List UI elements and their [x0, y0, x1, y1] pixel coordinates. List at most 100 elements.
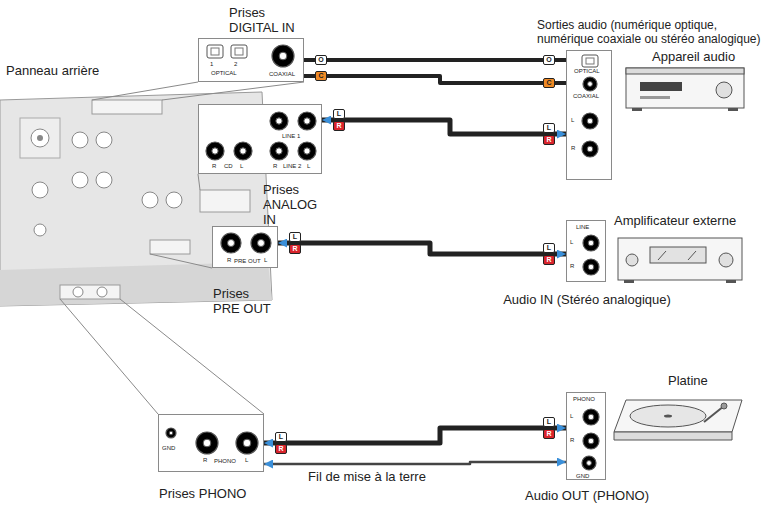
- rca-jack: [270, 112, 288, 130]
- rear-panel: [150, 240, 190, 254]
- rca-jack: [582, 113, 598, 129]
- ground-wire: [264, 462, 566, 464]
- rca-jack: [169, 431, 173, 435]
- optical-jack: [235, 48, 243, 55]
- rca-jack: [258, 240, 265, 247]
- jack-label: 1: [210, 61, 213, 68]
- plug-letter: R: [289, 244, 301, 254]
- turntable: [614, 400, 742, 440]
- device-label: Amplificateur externe: [614, 214, 736, 229]
- jack-label: 2: [234, 61, 237, 68]
- jack-label: R: [212, 163, 216, 170]
- plug-letter: R: [333, 121, 345, 131]
- audio-device: [640, 82, 682, 91]
- external-amplifier: [688, 251, 696, 260]
- plug-letter: L: [333, 109, 345, 119]
- audio-device: [716, 82, 732, 98]
- leader-line: [162, 82, 304, 100]
- rca-jack: [583, 235, 599, 251]
- rca-jack: [588, 414, 594, 420]
- jack-callout-box: Prises DIGITAL IN1OPTICAL2COAXIAL: [198, 38, 304, 82]
- jack-label: R: [571, 145, 575, 152]
- rca-jack: [304, 118, 310, 124]
- rca-jack: [206, 142, 224, 160]
- rear-panel: [32, 182, 48, 198]
- panel-heading: Audio IN (Stéréo analogique): [477, 293, 697, 308]
- rca-jack: [243, 439, 251, 447]
- external-amplifier: [719, 253, 733, 267]
- jack-label: COAXIAL: [269, 71, 295, 78]
- jack-label: R: [227, 257, 231, 264]
- jack-label: COAXIAL: [573, 93, 599, 100]
- turntable: [630, 405, 706, 427]
- turntable: [614, 400, 742, 432]
- external-amplifier: [658, 251, 666, 260]
- jack-panel: Audio OUT (PHONO)PHONOLRGND: [566, 392, 606, 480]
- rca-jack: [196, 432, 218, 454]
- jack-label: LINE 2: [283, 163, 301, 170]
- plug-letter: R: [275, 444, 287, 454]
- rca-jack: [298, 112, 316, 130]
- jack-symbols: [567, 393, 605, 479]
- plug-letter: L: [543, 123, 555, 133]
- optical-jack: [582, 55, 598, 67]
- rca-jack: [298, 142, 316, 160]
- plug-letter: C: [315, 71, 327, 81]
- audio-device: [626, 68, 744, 108]
- audio-cable: [322, 120, 566, 134]
- rear-panel: [96, 132, 112, 148]
- panel-heading: Prises PHONO: [159, 487, 246, 502]
- rca-jack: [587, 461, 592, 466]
- rca-jack: [587, 118, 593, 124]
- plug-letter: C: [543, 78, 555, 88]
- leader-line: [198, 174, 200, 190]
- panel-heading: Sorties audio (numérique optique, numéri…: [537, 19, 775, 47]
- jack-label: LINE: [576, 224, 589, 231]
- rca-jack: [582, 141, 598, 157]
- external-amplifier: [726, 280, 736, 283]
- rca-jack: [588, 240, 594, 246]
- rear-panel: [73, 287, 83, 297]
- rca-jack: [221, 233, 241, 253]
- optical-jack: [231, 45, 247, 58]
- rca-jack: [276, 118, 282, 124]
- jack-label: PRE OUT: [234, 258, 261, 265]
- rear-panel: [72, 132, 88, 148]
- rca-jack: [240, 148, 246, 154]
- jack-label: LINE 1: [282, 133, 300, 140]
- rca-jack: [166, 428, 176, 438]
- leader-line: [150, 254, 212, 268]
- jack-label: GND: [576, 473, 589, 480]
- rca-jack: [587, 146, 593, 152]
- jack-label: L: [307, 163, 310, 170]
- audio-device: [632, 108, 642, 111]
- audio-device: [626, 68, 744, 74]
- plug-letter: R: [543, 255, 555, 265]
- jack-label: CD: [224, 163, 233, 170]
- plug-letter: L: [289, 232, 301, 242]
- jack-callout-box: Prises PRE OUTRPRE OUTL: [212, 226, 278, 268]
- rca-jack: [588, 82, 593, 87]
- rca-jack: [212, 148, 218, 154]
- jack-label: PHONO: [214, 458, 236, 465]
- jack-panel: Audio IN (Stéréo analogique)LINELR: [566, 220, 606, 282]
- audio-cable: [304, 58, 566, 62]
- plug-letter: R: [543, 429, 555, 439]
- jack-label: R: [273, 163, 277, 170]
- rca-jack: [583, 409, 599, 425]
- rear-panel: [20, 118, 60, 158]
- turntable: [614, 432, 732, 440]
- device-label: Platine: [668, 374, 708, 389]
- rca-jack: [272, 45, 294, 67]
- external-amplifier: [618, 238, 742, 283]
- rear-panel: [60, 285, 120, 299]
- external-amplifier: [624, 280, 634, 283]
- rear-panel: [31, 129, 49, 147]
- rca-jack: [236, 432, 258, 454]
- panel-heading: Prises PRE OUT: [213, 287, 277, 317]
- rca-jack: [582, 456, 596, 470]
- external-amplifier: [626, 254, 638, 266]
